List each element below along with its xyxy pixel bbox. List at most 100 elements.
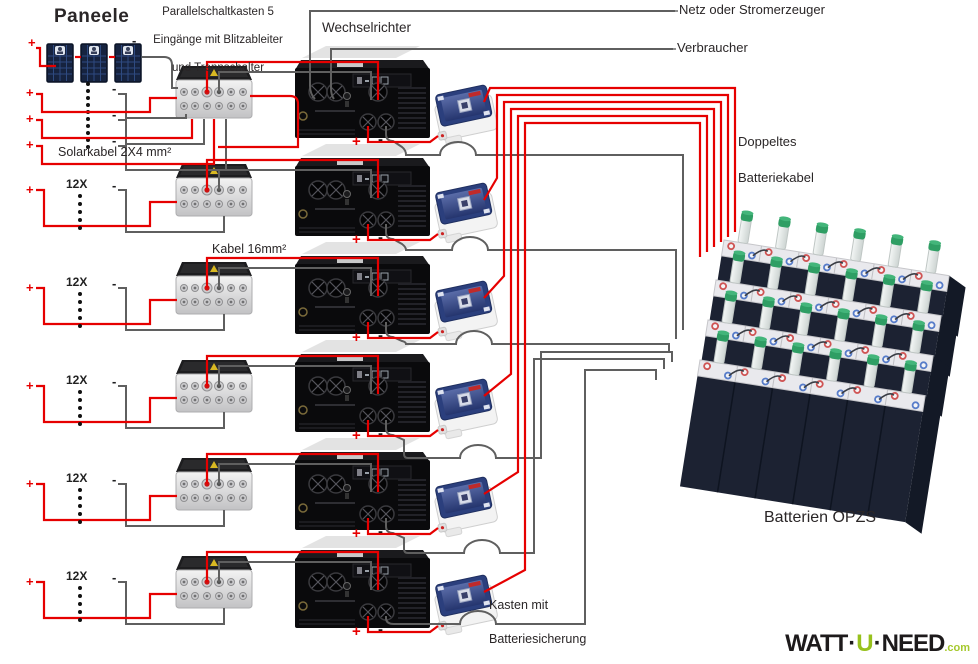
- battery-positive-cable: [483, 114, 709, 495]
- battery-positive-cable: [483, 93, 730, 237]
- parallel-junction-box: [175, 359, 253, 413]
- battery-positive-cable: [482, 86, 737, 232]
- plus-marker: +: [28, 35, 36, 50]
- plus-marker: +: [26, 137, 34, 152]
- inverter-plus-marker: +: [352, 329, 361, 346]
- grid-ac-cable: [309, 10, 675, 100]
- inverter-plus-marker: +: [352, 133, 361, 150]
- pv-positive-to-inverter: [205, 452, 380, 492]
- pv-string-negative-cable: [118, 189, 225, 233]
- plus-marker: +: [26, 378, 34, 393]
- minus-marker: -: [112, 178, 116, 193]
- inverter-minus-marker: -: [378, 621, 383, 638]
- battery-negative-cable: [385, 351, 673, 459]
- label-leader-lines: [673, 10, 678, 50]
- plus-marker: +: [26, 111, 34, 126]
- plus-marker: +: [26, 574, 34, 589]
- plus-marker: +: [26, 182, 34, 197]
- battery-negative-cable: [385, 224, 677, 339]
- negative-cables: [118, 10, 684, 625]
- inverter-to-fuse-cable: [366, 126, 439, 144]
- pv-string-positive-cable: [36, 188, 177, 228]
- inverter-minus-marker: -: [378, 425, 383, 442]
- pv-negative-to-inverter: [218, 365, 372, 394]
- consumers-label: Verbraucher: [677, 40, 748, 55]
- logo-dot: ·: [873, 630, 882, 657]
- inverter-plus-marker: +: [352, 427, 361, 444]
- string-count-label: 12X: [66, 373, 87, 387]
- pv-string-negative-cable: [118, 581, 225, 625]
- pv-negative-to-inverter: [218, 463, 372, 492]
- battery-positive-cable: [483, 100, 723, 299]
- battery-negative-cable: [385, 322, 670, 352]
- inverter-to-fuse-cable: [366, 420, 439, 438]
- string-count-label: 12X: [66, 471, 87, 485]
- inverter-label: Wechselrichter: [322, 20, 412, 35]
- parallel-box-line1: Parallelschaltkasten 5: [162, 6, 274, 18]
- pv-string-positive-cable: [36, 92, 177, 114]
- pv-positive-to-inverter: [205, 60, 380, 100]
- minus-marker: -: [112, 81, 116, 96]
- parallel-junction-box: [175, 261, 253, 315]
- pv-negative-to-inverter: [218, 71, 372, 100]
- string-count-label: 12X: [66, 275, 87, 289]
- pv-string-negative-cable: [142, 56, 178, 89]
- plus-marker: +: [26, 85, 34, 100]
- pv-string-positive-cable: [36, 46, 56, 68]
- minus-marker: -: [112, 133, 116, 148]
- minus-marker: -: [112, 374, 116, 389]
- inverter-minus-marker: -: [378, 523, 383, 540]
- string-dots: [78, 194, 82, 230]
- minus-marker: -: [112, 472, 116, 487]
- minus-marker: -: [112, 570, 116, 585]
- pv-string-positive-cable: [218, 94, 300, 149]
- pv-string-positive-cable: [36, 482, 177, 522]
- plus-marker: +: [26, 476, 34, 491]
- battery-negative-cable: [385, 369, 657, 625]
- battery-fuse-box: [429, 83, 500, 147]
- minus-marker: -: [112, 107, 116, 122]
- inverter-plus-marker: +: [352, 623, 361, 640]
- string-dots: [78, 390, 82, 426]
- logo-u: U: [856, 630, 873, 657]
- inverter-minus-marker: -: [378, 327, 383, 344]
- battery-negative-cable: [385, 126, 684, 330]
- string-dots: [78, 586, 82, 622]
- cable-16mm-label: Kabel 16mm²: [212, 242, 287, 256]
- pv-string-negative-cable: [118, 119, 227, 171]
- parallel-junction-box: [175, 457, 253, 511]
- solar-cable-label: Solarkabel 2X4 mm²: [58, 145, 172, 159]
- inverter-to-fuse-cable: [366, 616, 439, 634]
- double-battery-cable-label: Doppeltes Batteriekabel: [738, 134, 814, 185]
- pv-string-positive-cable: [36, 119, 216, 166]
- string-dots: [78, 292, 82, 328]
- battery-positive-cable: [483, 107, 716, 397]
- inverter-plus-marker: +: [352, 525, 361, 542]
- pv-string-negative-cable: [118, 287, 225, 331]
- logo-tld: .com: [944, 642, 970, 654]
- string-count-label: 12X: [66, 177, 87, 191]
- parallel-junction-box: [175, 555, 253, 609]
- battery-fuse-box: [429, 377, 500, 441]
- battery-bank: [679, 206, 966, 534]
- pv-string-negative-cable: [118, 385, 225, 429]
- plus-marker: +: [26, 280, 34, 295]
- pv-string-negative-cable: [118, 483, 225, 527]
- logo-need: NEED: [881, 630, 946, 657]
- pv-negative-to-inverter: [218, 169, 372, 198]
- logo-dot: ·: [848, 630, 856, 657]
- pv-positive-to-inverter: [205, 354, 380, 394]
- inverter-to-fuse-cable: [366, 518, 439, 536]
- inverter-minus-marker: -: [378, 229, 383, 246]
- solar-panel: [80, 43, 108, 83]
- grid-label: Netz oder Stromerzeuger: [679, 2, 825, 17]
- pv-positive-to-inverter: [205, 256, 380, 296]
- consumer-ac-cable: [330, 48, 673, 100]
- logo-watt: WATT: [785, 630, 848, 657]
- parallel-box-line2: Eingänge mit Blitzableiter: [153, 34, 283, 46]
- battery-row: [679, 326, 942, 534]
- minus-marker: -: [112, 276, 116, 291]
- inverter-shadow: [302, 144, 420, 156]
